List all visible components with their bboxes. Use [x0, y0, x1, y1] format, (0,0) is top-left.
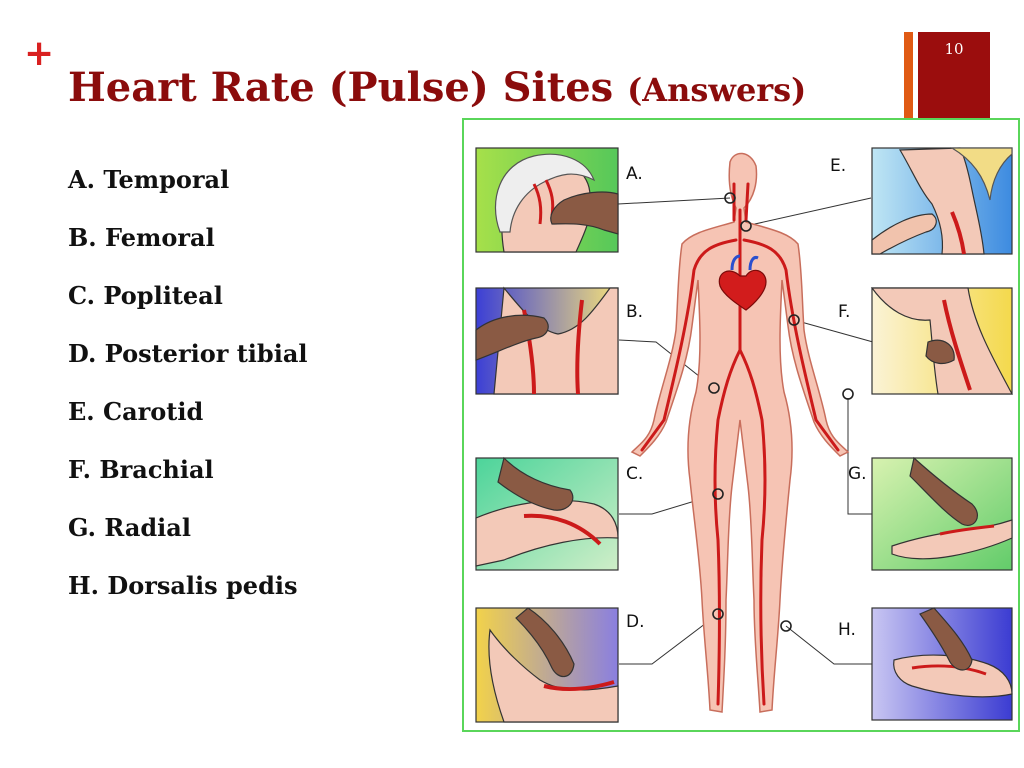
answer-item: C. Popliteal: [68, 281, 223, 310]
label-b: B.: [626, 302, 644, 322]
label-f: F.: [838, 302, 851, 322]
human-body-figure: [630, 152, 854, 713]
answer-item: F. Brachial: [68, 455, 214, 484]
label-h: H.: [838, 620, 856, 640]
panel-popliteal: [475, 456, 619, 571]
panel-posterior-tibial: [475, 607, 619, 723]
panel-radial: [871, 456, 1013, 571]
label-d: D.: [626, 612, 645, 632]
panel-carotid: [871, 147, 1013, 255]
accent-bar-red: [918, 32, 990, 118]
panel-temporal: [475, 147, 619, 253]
plus-icon: +: [24, 33, 55, 74]
pulse-sites-figure: A. B. C. D. E. F. G. H.: [462, 118, 1020, 732]
page-number: 10: [944, 40, 964, 58]
panel-dorsalis-pedis: [871, 607, 1013, 721]
accent-bar-orange: [904, 32, 913, 118]
answer-item: H. Dorsalis pedis: [68, 571, 298, 600]
answer-list: A. Temporal B. Femoral C. Popliteal D. P…: [68, 160, 307, 624]
answer-item: A. Temporal: [68, 165, 230, 194]
page-title: Heart Rate (Pulse) Sites (Answers): [68, 66, 806, 110]
panel-femoral: [475, 286, 619, 395]
answer-item: D. Posterior tibial: [68, 339, 308, 368]
panel-brachial: [870, 287, 1013, 395]
answer-item: B. Femoral: [68, 223, 215, 252]
label-a: A.: [626, 164, 643, 184]
pulse-sites-illustration: [475, 147, 1013, 723]
connector-lines: [617, 197, 874, 665]
title-suffix: (Answers): [627, 71, 807, 109]
title-main: Heart Rate (Pulse) Sites: [68, 64, 614, 111]
answer-item: G. Radial: [68, 513, 191, 542]
answer-item: E. Carotid: [68, 397, 204, 426]
label-c: C.: [626, 464, 644, 484]
label-e: E.: [830, 156, 847, 176]
label-g: G.: [848, 464, 867, 484]
